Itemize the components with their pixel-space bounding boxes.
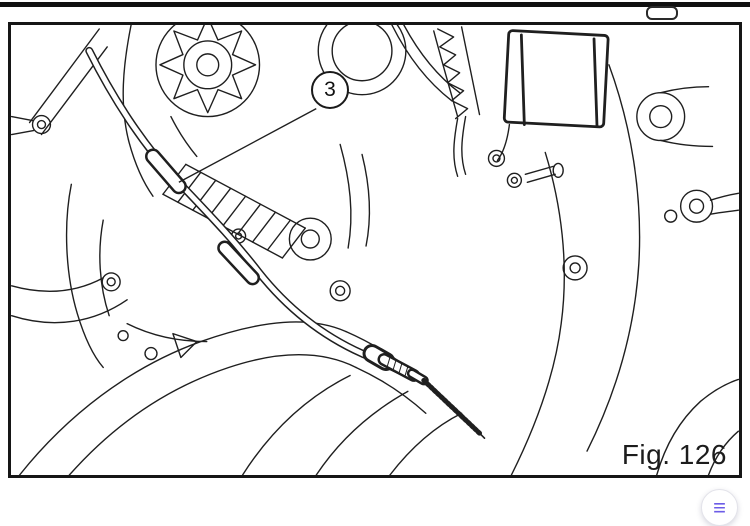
page-divider-bar <box>0 2 750 7</box>
figure-caption: Fig. 126 <box>621 439 727 470</box>
figure-panel: 3 Fig. 126 <box>8 22 742 478</box>
callout-badge: 3 <box>311 71 349 109</box>
page-edge-fragment <box>646 6 678 20</box>
callout-label: 3 <box>324 78 336 101</box>
menu-fab[interactable]: ≡ <box>701 489 738 526</box>
hamburger-menu-icon: ≡ <box>713 494 726 520</box>
engine-cable-diagram <box>11 25 739 475</box>
